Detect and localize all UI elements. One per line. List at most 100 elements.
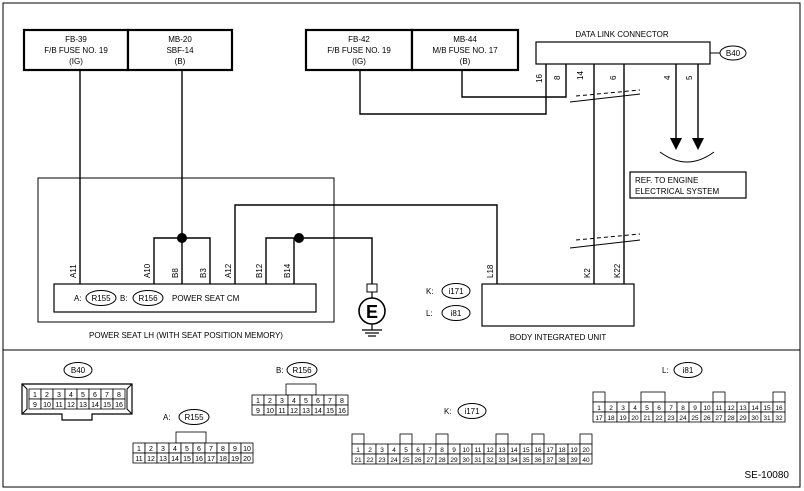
cm-conn-a-badge [85,290,117,306]
pin-number: 19 [570,447,578,454]
fuse-mb20-id: MB-20 [168,35,192,44]
engine-ref-line1: REF. TO ENGINE [635,176,698,185]
pin-number: 9 [33,402,37,409]
pin-number: 10 [43,402,51,409]
fuse-fb39: FB-39 F/B FUSE NO. 19 (IG) [22,28,130,72]
connector-key-tab [772,391,786,403]
pin-number: 4 [69,392,73,399]
pin-number: 18 [607,415,615,422]
ground-e-icon: E [358,283,386,337]
arrow-pin-4-icon [670,138,682,150]
figure-id: SE-10080 [745,470,790,481]
fuse-fb42-id: FB-42 [348,35,370,44]
pin-number: 10 [243,446,251,453]
biu-pin-k2: K2 [583,268,592,278]
pin-number: 16 [195,456,203,463]
pin-number: 15 [183,456,191,463]
cm-pin-a12: A12 [224,263,233,278]
pin-number: 8 [340,398,344,405]
fuse-mb44-supply: (B) [460,57,471,66]
cm-pin-a11: A11 [69,264,78,278]
pin-number: 17 [595,415,603,422]
wires [79,64,699,284]
pin-number: 31 [763,415,771,422]
pin-number: 14 [751,405,759,412]
pin-number: 24 [390,457,398,464]
biu-label: BODY INTEGRATED UNIT [510,333,607,342]
i81-view-name: i81 [683,366,694,375]
pin-number: 6 [93,392,97,399]
pin-number: 3 [57,392,61,399]
connector-key-tab [592,391,606,403]
biu-conn-l-prefix: L: [426,309,433,318]
fuse-mb20: MB-20 SBF-14 (B) [126,28,234,72]
pin-number: 7 [328,398,332,405]
fuse-fb42-supply: (IG) [352,57,366,66]
pin-number: 32 [775,415,783,422]
connector-view-r156: B: R156 [276,362,318,396]
dlc-pin-16: 16 [535,74,544,83]
fuse-mb20-name: SBF-14 [166,46,194,55]
pin-number: 17 [207,456,215,463]
pin-number: 2 [609,405,613,412]
connector-view-r155: A: R155 [163,409,210,444]
pin-number: 37 [546,457,554,464]
pin-number: 8 [440,447,444,454]
connector-key-tab [531,433,545,445]
pin-number: 5 [185,446,189,453]
pin-number: 25 [402,457,410,464]
pin-number: 16 [115,402,123,409]
pin-number: 14 [171,456,179,463]
pin-cell [579,453,593,465]
pin-number: 20 [243,456,251,463]
r156-view-prefix: B: [276,366,284,375]
pin-number: 23 [667,415,675,422]
pin-number: 5 [81,392,85,399]
pin-number: 15 [763,405,771,412]
pin-number: 8 [681,405,685,412]
dlc-title: DATA LINK CONNECTOR [575,30,669,39]
cm-conn-a-prefix: A: [74,294,82,303]
cm-conn-b-id: R156 [138,294,158,303]
pin-number: 15 [326,408,334,415]
pin-number: 28 [438,457,446,464]
pin-number: 12 [727,405,735,412]
r156-view-name: R156 [292,366,312,375]
connector-key-tab [495,433,509,445]
pin-number: 28 [727,415,735,422]
cm-conn-b-prefix: B: [120,294,128,303]
pin-number: 10 [703,405,711,412]
cm-pin-b3: B3 [199,268,208,278]
pin-number: 34 [510,457,518,464]
cm-pin-b8: B8 [171,268,180,278]
fuse-mb44: MB-44 M/B FUSE NO. 17 (B) [410,28,520,72]
pin-number: 38 [558,457,566,464]
biu-conn-k-badge [441,283,471,299]
pin-number: 27 [426,457,434,464]
dlc-pin-8: 8 [553,75,562,80]
dlc-pin-5: 5 [685,75,694,80]
pin-cell [772,411,786,423]
pin-number: 1 [33,392,37,399]
pin-cell [335,404,349,416]
pin-number: 13 [498,447,506,454]
pin-number: 21 [643,415,651,422]
pin-number: 14 [510,447,518,454]
pin-number: 31 [474,457,482,464]
pin-number: 24 [679,415,687,422]
pin-number: 18 [558,447,566,454]
cm-pin-a10: A10 [143,263,152,278]
pin-number: 12 [486,447,494,454]
connector-key-tab [579,433,593,445]
pin-number: 29 [739,415,747,422]
pin-number: 13 [79,402,87,409]
pin-number: 6 [316,398,320,405]
pin-number: 13 [739,405,747,412]
pin-number: 39 [570,457,578,464]
dlc-pin-4: 4 [663,75,672,80]
pin-number: 3 [280,398,284,405]
